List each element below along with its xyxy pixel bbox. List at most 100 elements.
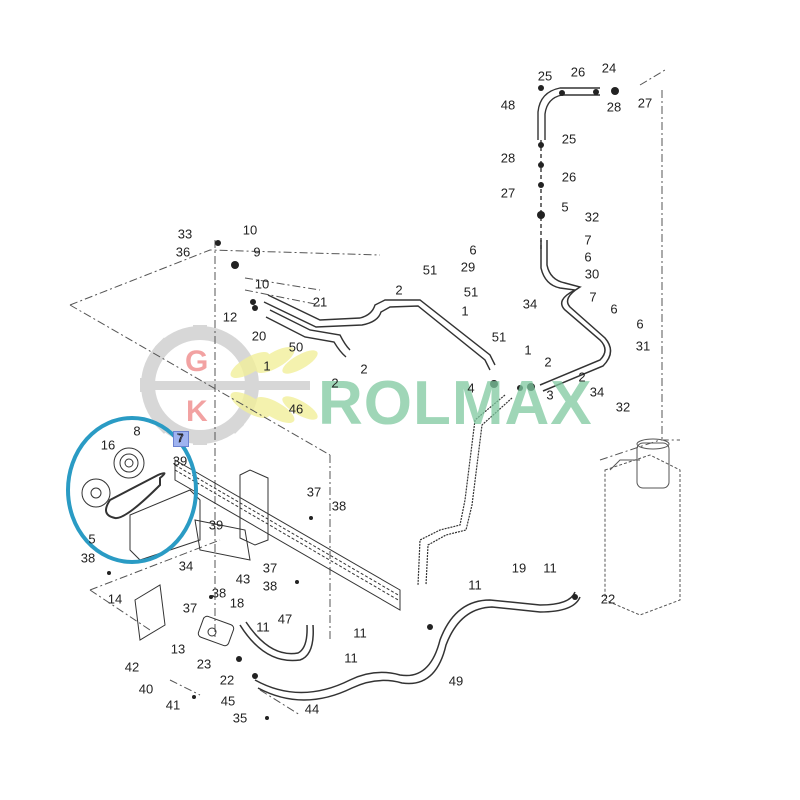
part-callout-14[interactable]: 14: [107, 591, 123, 607]
belt-7: [105, 472, 166, 520]
part-callout-38[interactable]: 38: [80, 550, 96, 566]
part-callout-32[interactable]: 32: [584, 209, 600, 225]
part-callout-11[interactable]: 11: [353, 625, 367, 641]
part-callout-5[interactable]: 5: [88, 531, 96, 547]
part-callout-19[interactable]: 19: [511, 560, 527, 576]
part-callout-21[interactable]: 21: [312, 294, 328, 310]
part-callout-13[interactable]: 13: [170, 641, 186, 657]
part-callout-31[interactable]: 31: [635, 338, 651, 354]
part-callout-7[interactable]: 7: [589, 289, 597, 305]
pulley-8: [113, 447, 145, 479]
part-callout-6[interactable]: 6: [636, 316, 644, 332]
part-callout-40[interactable]: 40: [138, 681, 154, 697]
part-callout-51[interactable]: 51: [463, 284, 479, 300]
part-callout-11[interactable]: 11: [344, 650, 358, 666]
pump-13: [197, 615, 235, 647]
part-callout-16[interactable]: 16: [100, 437, 116, 453]
frame-outline: [69, 69, 680, 716]
part-callout-47[interactable]: 47: [277, 611, 293, 627]
hose-49: [254, 591, 576, 694]
part-callout-20[interactable]: 20: [251, 328, 267, 344]
part-callout-46[interactable]: 46: [288, 401, 304, 417]
part-callout-33[interactable]: 33: [177, 226, 193, 242]
part-callout-38[interactable]: 38: [331, 498, 347, 514]
part-callout-45[interactable]: 45: [220, 693, 236, 709]
part-callout-25[interactable]: 25: [537, 68, 553, 84]
part-callout-2[interactable]: 2: [578, 369, 586, 385]
part-callout-9[interactable]: 9: [253, 244, 261, 260]
part-callout-30[interactable]: 30: [584, 266, 600, 282]
pipes-20-21: [263, 294, 496, 371]
part-callout-35[interactable]: 35: [232, 710, 248, 726]
part-callout-44[interactable]: 44: [304, 701, 320, 717]
frame-beam: [174, 459, 401, 611]
part-callout-6[interactable]: 6: [469, 242, 477, 258]
watermark-leaves-icon: [230, 347, 318, 423]
part-callout-50[interactable]: 50: [288, 339, 304, 355]
part-callout-4[interactable]: 4: [467, 380, 475, 396]
part-callout-32[interactable]: 32: [615, 399, 631, 415]
part-callout-10[interactable]: 10: [242, 222, 258, 238]
return-lines: [417, 394, 513, 586]
part-callout-34[interactable]: 34: [522, 296, 538, 312]
part-callout-12[interactable]: 12: [222, 309, 238, 325]
part-callout-2[interactable]: 2: [395, 282, 403, 298]
part-callout-7[interactable]: 7: [176, 430, 184, 446]
bracket-plate: [129, 489, 201, 561]
part-callout-34[interactable]: 34: [589, 384, 605, 400]
part-callout-41[interactable]: 41: [165, 697, 181, 713]
hose-47: [239, 624, 314, 662]
part-callout-38[interactable]: 38: [211, 585, 227, 601]
part-callout-29[interactable]: 29: [460, 259, 476, 275]
part-callout-2[interactable]: 2: [360, 361, 368, 377]
part-callout-7[interactable]: 7: [584, 232, 592, 248]
part-callout-36[interactable]: 36: [175, 244, 191, 260]
part-callout-34[interactable]: 34: [178, 558, 194, 574]
part-callout-5[interactable]: 5: [561, 199, 569, 215]
part-callout-26[interactable]: 26: [570, 64, 586, 80]
hardware-dots: [107, 85, 619, 720]
bracket-14: [134, 584, 166, 641]
part-callout-39[interactable]: 39: [172, 453, 188, 469]
part-callout-1[interactable]: 1: [524, 342, 532, 358]
pipe-30: [539, 240, 606, 386]
part-callout-2[interactable]: 2: [331, 375, 339, 391]
part-callout-11[interactable]: 11: [543, 560, 557, 576]
part-callout-48[interactable]: 48: [500, 97, 516, 113]
part-callout-1[interactable]: 1: [461, 303, 469, 319]
part-callout-37[interactable]: 37: [182, 600, 198, 616]
part-callout-24[interactable]: 24: [601, 60, 617, 76]
part-callout-25[interactable]: 25: [561, 131, 577, 147]
part-callout-37[interactable]: 37: [262, 560, 278, 576]
watermark-text: ROLMAX: [318, 369, 593, 438]
part-callout-22[interactable]: 22: [219, 672, 235, 688]
part-callout-51[interactable]: 51: [491, 329, 507, 345]
part-callout-10[interactable]: 10: [254, 276, 270, 292]
part-callout-8[interactable]: 8: [133, 423, 141, 439]
part-callout-6[interactable]: 6: [610, 301, 618, 317]
part-callout-6[interactable]: 6: [584, 249, 592, 265]
part-callout-51[interactable]: 51: [422, 262, 438, 278]
part-callout-42[interactable]: 42: [124, 659, 140, 675]
part-callout-2[interactable]: 2: [544, 354, 552, 370]
pulley-16: [81, 478, 111, 508]
part-callout-22[interactable]: 22: [600, 591, 616, 607]
part-callout-11[interactable]: 11: [256, 619, 270, 635]
part-callout-27[interactable]: 27: [500, 185, 516, 201]
part-callout-11[interactable]: 11: [468, 577, 482, 593]
part-callout-27[interactable]: 27: [637, 95, 653, 111]
part-callout-37[interactable]: 37: [306, 484, 322, 500]
part-callout-18[interactable]: 18: [229, 595, 245, 611]
part-callout-49[interactable]: 49: [448, 673, 464, 689]
part-callout-39[interactable]: 39: [208, 517, 224, 533]
part-callout-26[interactable]: 26: [561, 169, 577, 185]
part-callout-3[interactable]: 3: [546, 387, 554, 403]
part-callout-28[interactable]: 28: [606, 99, 622, 115]
part-callout-1[interactable]: 1: [263, 358, 271, 374]
part-callout-43[interactable]: 43: [235, 571, 251, 587]
highlighted-part-marker[interactable]: 7: [173, 431, 189, 447]
part-callout-23[interactable]: 23: [196, 656, 212, 672]
part-callout-38[interactable]: 38: [262, 578, 278, 594]
part-callout-28[interactable]: 28: [500, 150, 516, 166]
